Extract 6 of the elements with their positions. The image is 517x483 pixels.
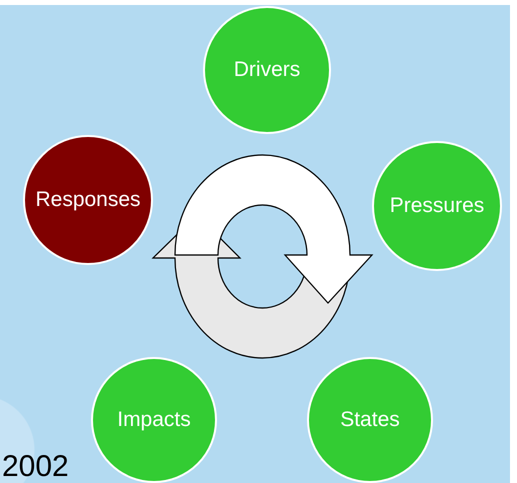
node-label: Responses — [35, 188, 141, 212]
year-label: 2002 — [2, 452, 69, 482]
node-label: Impacts — [117, 408, 191, 432]
node-label: Pressures — [390, 194, 484, 218]
node-label: States — [340, 408, 400, 432]
node-label: Drivers — [234, 58, 300, 82]
